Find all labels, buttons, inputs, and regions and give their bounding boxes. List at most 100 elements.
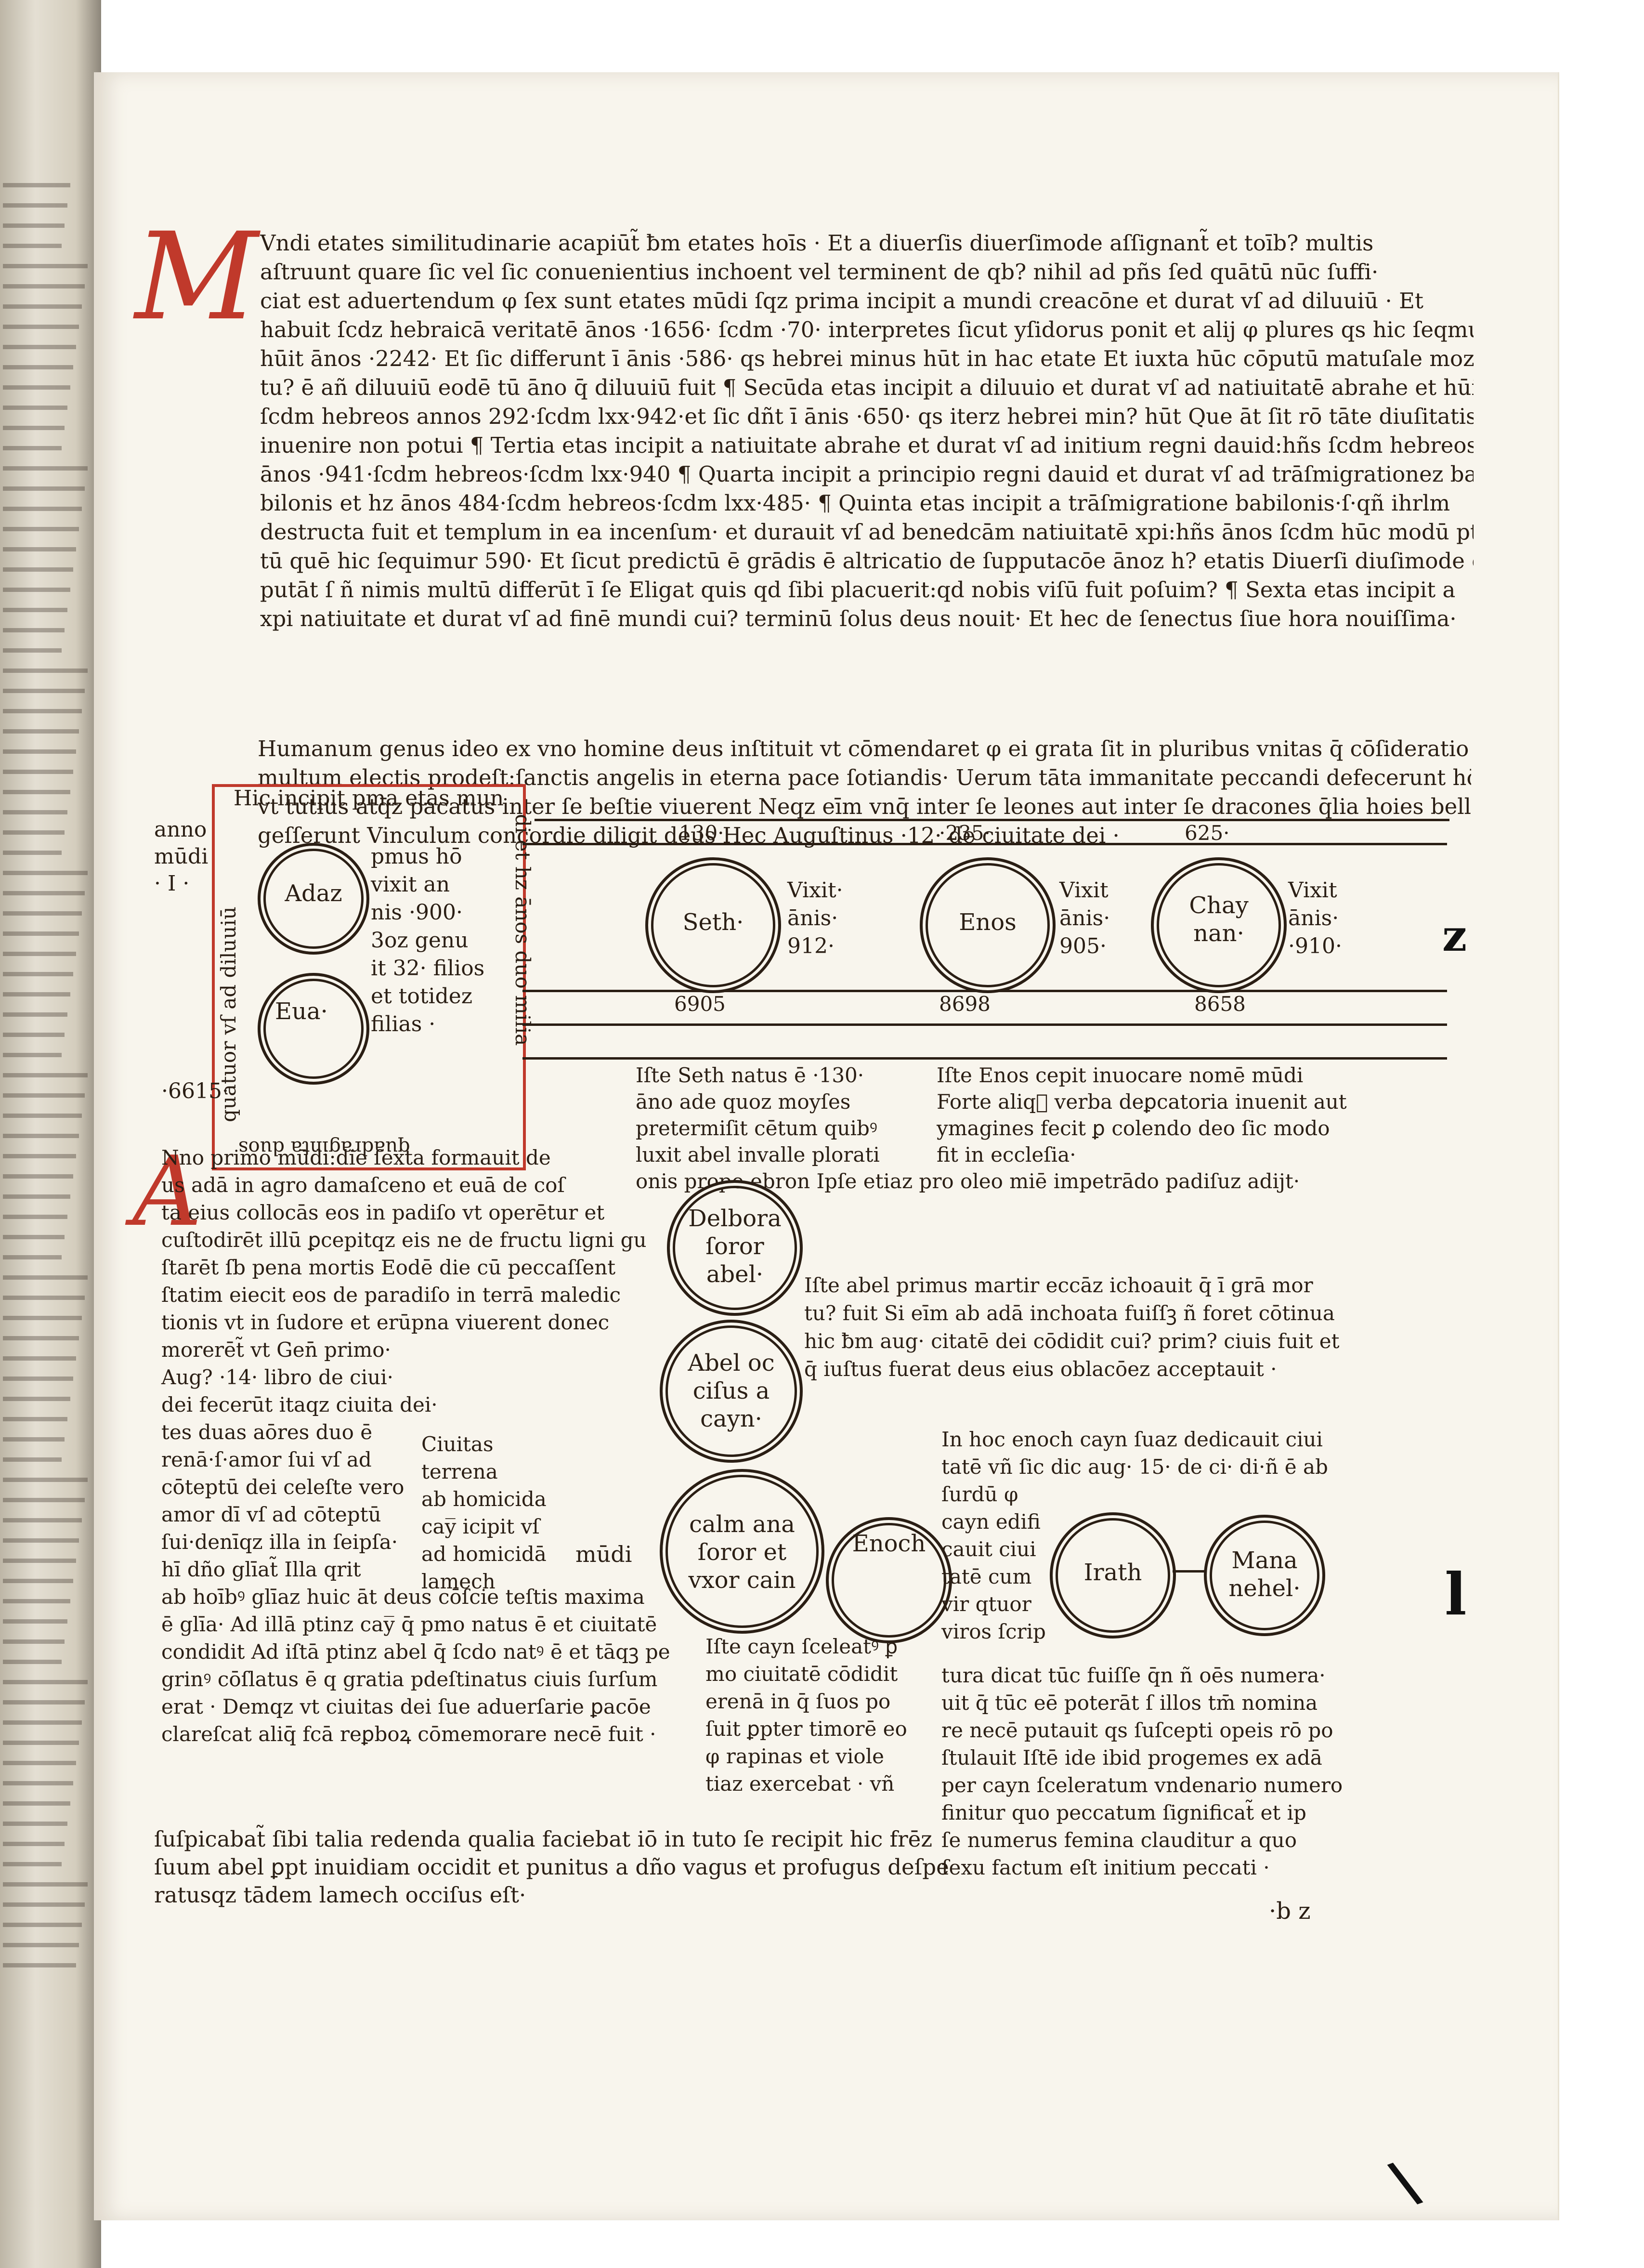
facing-page-text-line [3, 871, 88, 875]
frame-top-text: Hic incipit pma etas mun [234, 786, 504, 811]
intro-line: putāt ſ ñ nimis multū differūt ī ſe Elig… [260, 577, 1456, 603]
cayn-note-line: φ rapinas et viole [705, 1744, 885, 1768]
enoch-note-line: tatē cum [941, 1565, 1032, 1588]
anno-primo-line: amor dī vſ ad cōteptū [161, 1503, 381, 1526]
timeline-top-number-2: ·235· [939, 821, 991, 845]
facing-page-text-line [3, 304, 82, 309]
facing-page-text-line [3, 1012, 67, 1017]
tura-note: tura dicat tūc fuiſſe q̄n ñ oēs numera· u… [941, 1662, 1343, 1881]
facing-page-text-line [3, 1457, 62, 1462]
abel-note-line: hic ƀm aug· citatē dei cōdidit cui? prim… [804, 1329, 1340, 1353]
facing-page-text-line [3, 1134, 79, 1138]
anno-primo-line: ta eius collocās eos in padiſo vt operēt… [161, 1201, 605, 1224]
facing-page-text-line [3, 466, 88, 471]
civitas-line: cay̅ icipit vſ [421, 1515, 540, 1538]
intro-line: bilonis et hz ānos 484·ſcdm hebreos·ſcdm… [260, 490, 1450, 516]
facing-page-text-line [3, 507, 82, 511]
adam-text-line: et totidez [371, 984, 473, 1009]
facing-page-text-line [3, 183, 70, 187]
anno-primo-line: cōteptū dei celeſte vero [161, 1475, 404, 1499]
adam-text-line: pmus hō [371, 844, 462, 869]
seth-note-line: Iſte Seth natus ē ·130· [636, 1063, 864, 1087]
facing-page-text-line [3, 669, 88, 673]
anno-mundi-line: mūdi [154, 844, 209, 869]
facing-page-text-line [3, 345, 76, 349]
facing-page-text-line [3, 1437, 65, 1442]
facing-page-text-line [3, 284, 85, 288]
facing-page-text-line [3, 1275, 88, 1280]
facing-page-text-line [3, 1559, 76, 1563]
intro-line: Vndi etates similitudinarie acapiūt̃ ƀm … [260, 230, 1374, 256]
enos-note-line: fit in eccleſia· [937, 1143, 1076, 1167]
facing-page-text-line [3, 1073, 88, 1077]
facing-page-edge [0, 0, 101, 2268]
facing-page-text-line [3, 1923, 82, 1927]
intro-line: tū quē hic ſequimur 590· Et ſicut predic… [260, 548, 1474, 574]
facing-page-text-line [3, 1639, 65, 1644]
anno-primo-line: morerēt̃ vt Gen̄ primo· [161, 1338, 391, 1362]
enoch-note-line: cauit ciui [941, 1537, 1036, 1561]
caynan-circle: Chay nan· [1151, 857, 1287, 993]
facing-page-text-line [3, 1963, 76, 1967]
anno-primo-line: cuſtodirēt illū ꝑcepitqz eis ne de fruct… [161, 1228, 647, 1252]
facing-page-text-line [3, 1700, 85, 1704]
facing-page-text-line [3, 1033, 65, 1037]
enos-age-line: Vixit [1059, 878, 1109, 903]
facing-page-text-line [3, 709, 82, 713]
tura-note-line: uit q̄ tūc eē poterāt ſ illos tm̄ nomina [941, 1691, 1318, 1715]
facing-page-text-line [3, 1720, 82, 1725]
enoch-circle: Enoch [826, 1517, 952, 1643]
abel-circle: Abel oc ciſus a cayn· [660, 1320, 803, 1463]
anno-primo-line: ſtatim eiecit eos de paradiſo in terrā m… [161, 1283, 621, 1307]
facing-page-text-line [3, 203, 67, 208]
anno-primo-line: Nno primo mūdi:die ſexta formauit de [161, 1146, 551, 1169]
abel-note-line: Iſte abel primus martir eccāz ichoauit q… [804, 1273, 1313, 1297]
first-age-frame [212, 784, 526, 1170]
facing-page-text-line [3, 1619, 67, 1624]
book-page: M Vndi etates similitudinarie acapiūt̃ ƀ… [94, 72, 1559, 2220]
cayn-note-line: Iſte cayn ſceleatꝰ ꝑ [705, 1635, 898, 1658]
facing-page-text-line [3, 426, 65, 430]
enos-age-line: 905· [1059, 934, 1107, 958]
seth-note-line: pretermiſit cētum quibꝰ [636, 1116, 877, 1140]
adam-text-line: vixit an [371, 872, 450, 897]
anno-primo-line: ſtarēt ſb pena mortis Eodē die cū peccaſ… [161, 1256, 616, 1279]
facing-page-text-line [3, 749, 76, 754]
facing-page-text-line [3, 729, 79, 734]
anno-primo-line: erat · Demqz vt ciuitas dei ſue aduerſar… [161, 1695, 651, 1718]
enos-age-text: Vixit ānis· 905· [1059, 877, 1110, 960]
facing-page-text-line [3, 1822, 67, 1826]
facing-page-text-line [3, 264, 88, 268]
civitas-line: lamech [421, 1570, 496, 1593]
enos-age-line: ānis· [1059, 906, 1110, 931]
facing-page-text-line [3, 648, 62, 653]
seth-age-line: ānis· [787, 906, 838, 931]
facing-page-text-line [3, 1478, 88, 1482]
frame-right-text: di et hz ānos duo milia [511, 814, 535, 1046]
cayn-note-line: mo ciuitatē cōdidit [705, 1662, 898, 1686]
facing-page-text-line [3, 1194, 70, 1199]
facing-page-text-line [3, 1255, 62, 1259]
facing-page-text-line [3, 891, 85, 895]
facing-page-text-line [3, 628, 65, 632]
mundi-word: mūdi [575, 1541, 632, 1567]
anno-primo-line: renā·ſ·amor ſui vſ ad [161, 1448, 372, 1471]
facing-page-text-line [3, 486, 85, 491]
facing-page-text-line [3, 1417, 67, 1421]
facing-page-text-line [3, 1680, 88, 1684]
cayn-note-line: tiaz exercebat · vñ [705, 1772, 895, 1796]
delbora-circle: Delbora ſoror abel· [667, 1180, 803, 1316]
enos-note-line: Forte aliqᷓ verba deꝑcatoria inuenit aut [937, 1090, 1347, 1114]
adam-text-line: nis ·900· [371, 900, 463, 925]
tura-note-line: ſtulauit Iſtē ide ibid progemes ex adā [941, 1746, 1322, 1770]
enoch-note-line: tatē vñ ſic dic aug· 15· de ci· di·ñ ē a… [941, 1455, 1328, 1479]
margin-number-6615: ·6615· [161, 1079, 229, 1103]
facing-page-text-line [3, 365, 73, 369]
facing-page-text-line [3, 1579, 73, 1583]
facing-page-text-line [3, 1599, 70, 1603]
tura-note-line: tura dicat tūc fuiſſe q̄n ñ oēs numera· [941, 1664, 1326, 1687]
